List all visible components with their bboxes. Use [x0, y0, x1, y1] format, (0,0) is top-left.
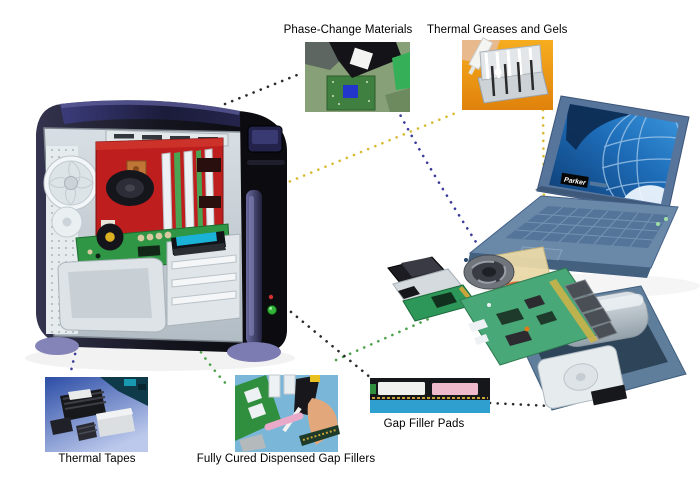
exploded-laptop-parts [387, 246, 687, 411]
tower-case-fan [43, 155, 99, 238]
thermal-tapes-photo [45, 377, 148, 452]
fillers-bead [264, 412, 304, 431]
phase-change-pad [349, 47, 373, 70]
laptop-base [468, 195, 679, 278]
connector-pads-to-laptop-base [488, 401, 551, 408]
tower-motherboard [95, 137, 224, 249]
laptop: Parker [468, 95, 690, 278]
gap-fillers-photo [235, 374, 340, 452]
greases-dab [494, 68, 502, 76]
fillers-bottle-2 [283, 374, 296, 395]
tower-front-panel [240, 112, 287, 354]
gap-filler-pads-photo [370, 378, 490, 413]
connector-tower-to-tapes [69, 279, 102, 373]
pads-white-pad [378, 382, 425, 395]
label-thermal-tapes: Thermal Tapes [58, 453, 136, 465]
connector-tower-to-phase-change [223, 71, 304, 106]
tower-foot-left [35, 337, 79, 355]
exploded-ram-chips [564, 279, 618, 340]
connector-tower-to-pads [283, 305, 373, 380]
tower-power-button [266, 304, 278, 316]
connector-gap-fillers-to-pcmcia [334, 315, 435, 362]
tower-top-highlight [60, 100, 240, 115]
fillers-bottle [268, 374, 281, 398]
tapes-heatsinks [50, 389, 135, 441]
label-fully-cured-gap-fillers: Fully Cured Dispensed Gap Fillers [196, 453, 376, 465]
label-thermal-greases-gels: Thermal Greases and Gels [427, 24, 568, 36]
label-phase-change-materials: Phase-Change Materials [283, 24, 413, 36]
exploded-motherboard [459, 267, 618, 366]
pads-pink-pad [432, 383, 478, 395]
greases-heatsink [477, 44, 549, 104]
tower-foot-right [227, 342, 281, 362]
laptop-logo-text: Parker [563, 177, 587, 188]
phase-change-clip [392, 52, 410, 90]
laptop-logo: Parker [560, 172, 607, 188]
laptop-keyboard [515, 206, 664, 248]
exploded-pcmcia-card [387, 256, 478, 322]
desktop-tower [35, 100, 287, 362]
thermal-greases-photo [462, 37, 553, 110]
tower-drive-cage [166, 231, 241, 327]
label-gap-filler-pads: Gap Filler Pads [383, 418, 465, 430]
laptop-screen-cloud [621, 185, 674, 204]
connector-greases-to-motherboard [541, 108, 547, 302]
phase-change-photo [305, 42, 410, 112]
fillers-pad [239, 434, 266, 452]
tower-power-led [268, 294, 274, 300]
